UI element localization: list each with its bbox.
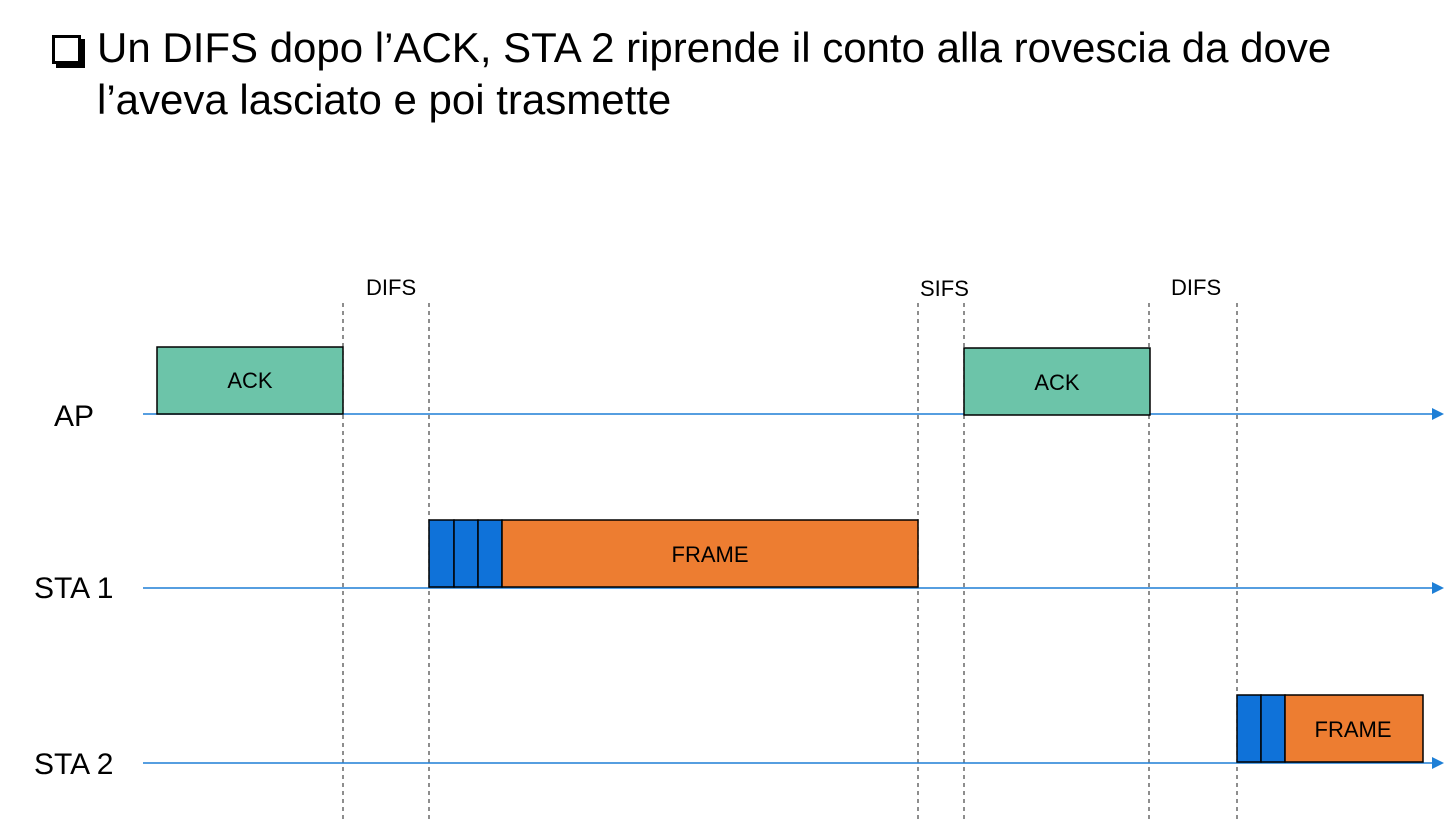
frame-block-label: FRAME: [1315, 717, 1392, 742]
checkbox-bullet-icon: [52, 35, 85, 68]
interval-label-difs-2: DIFS: [1171, 275, 1221, 300]
frame-block: [501, 519, 919, 588]
backoff-slot: [1260, 694, 1286, 763]
timelines: [143, 408, 1444, 769]
backoff-slot: [477, 519, 503, 588]
timeline-arrow-icon: [1432, 757, 1444, 769]
row-label-sta1: STA 1: [34, 572, 113, 605]
ack-block-label: ACK: [1034, 370, 1080, 395]
row-label-sta2: STA 2: [34, 748, 113, 781]
interval-label-sifs: SIFS: [920, 276, 969, 301]
slide-title-text: Un DIFS dopo l’ACK, STA 2 riprende il co…: [97, 24, 1332, 123]
backoff-slot: [453, 519, 479, 588]
backoff-slot: [428, 519, 455, 588]
timeline-arrow-icon: [1432, 582, 1444, 594]
backoff-slot: [1236, 694, 1262, 763]
interval-label-difs-1: DIFS: [366, 275, 416, 300]
ack-block: [156, 346, 344, 415]
ack-block: [963, 347, 1151, 416]
frame-block: [1284, 694, 1424, 763]
row-label-ap: AP: [54, 400, 94, 433]
slide-title: Un DIFS dopo l’ACK, STA 2 riprende il co…: [52, 22, 1432, 126]
frame-block-label: FRAME: [672, 542, 749, 567]
ack-block-label: ACK: [227, 368, 273, 393]
timeline-arrow-icon: [1432, 408, 1444, 420]
